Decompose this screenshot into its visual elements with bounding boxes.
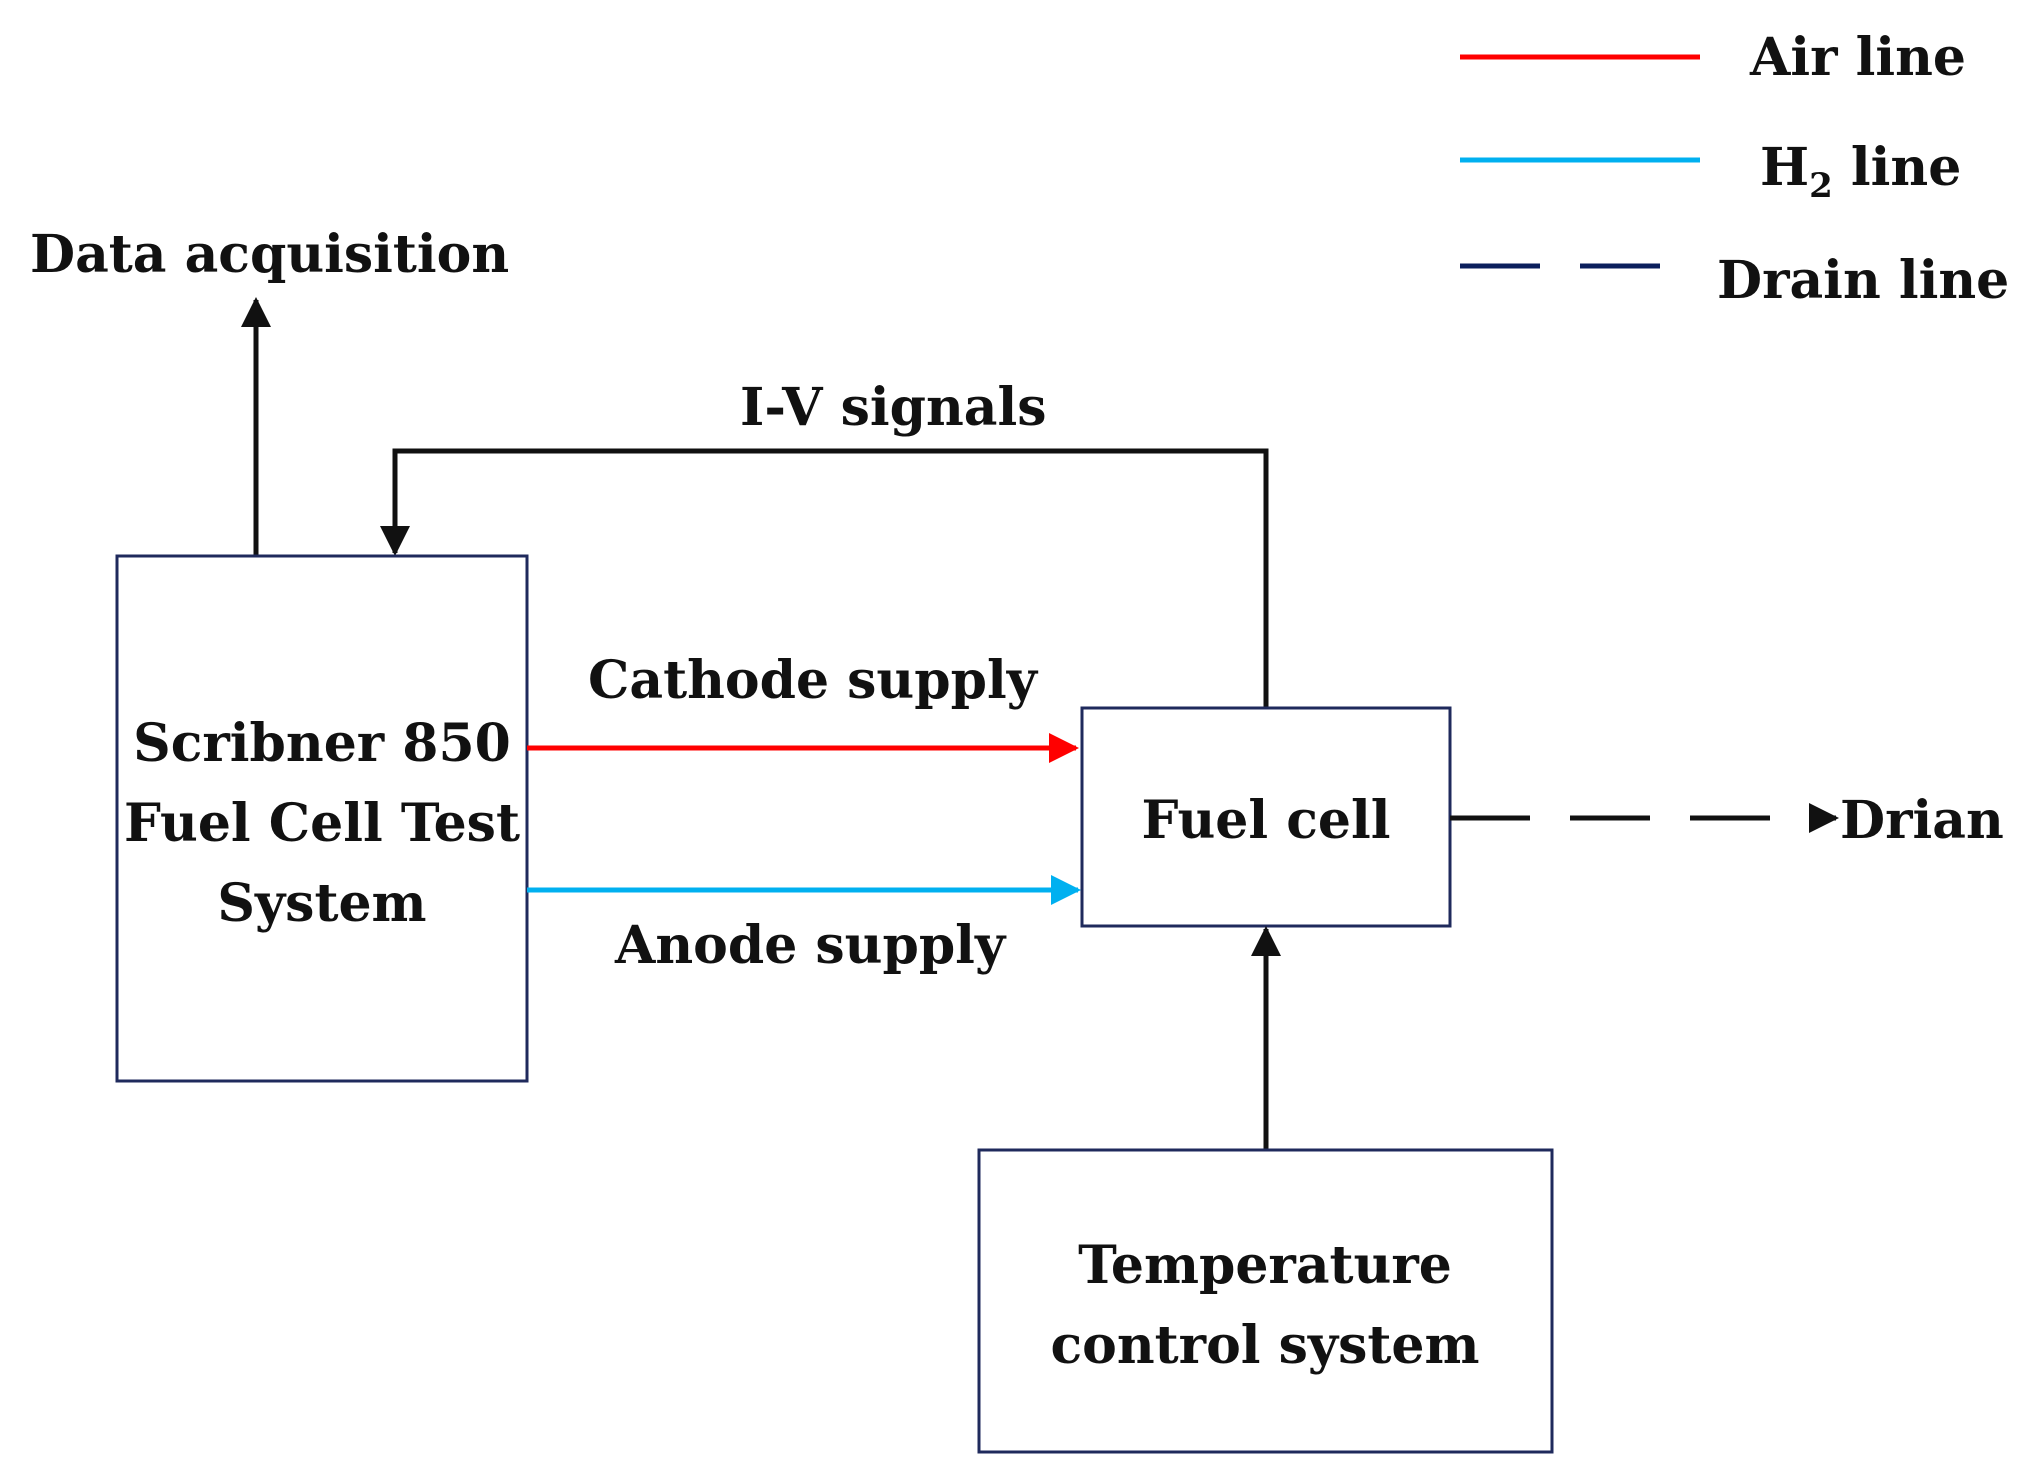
drain-output-label: Drian <box>1840 790 2004 851</box>
data-acquisition-label: Data acquisition <box>30 224 509 285</box>
anode-supply-label: Anode supply <box>614 915 1007 976</box>
scribner-box-line-1: Scribner 850 <box>133 713 511 774</box>
scribner-test-system-box: Scribner 850 Fuel Cell Test System <box>115 554 529 1083</box>
legend-drain-line-label: Drain line <box>1717 250 2009 311</box>
scribner-box-line-2: Fuel Cell Test <box>124 793 520 854</box>
temperature-box-line-1: Temperature <box>1078 1235 1452 1296</box>
scribner-box-line-3: System <box>217 873 426 934</box>
temperature-box-line-2: control system <box>1051 1315 1480 1376</box>
legend-h2-line-label: H2 line <box>1760 137 1961 206</box>
fuel-cell-box-frame <box>1080 706 1452 928</box>
cathode-supply-label: Cathode supply <box>588 650 1039 711</box>
iv-signals-arrow <box>380 448 1269 708</box>
fuel-cell-label: Fuel cell <box>1141 790 1390 851</box>
scribner-box-frame <box>115 554 529 1083</box>
temperature-control-box: Temperature control system <box>977 1148 1554 1454</box>
iv-signals-label: I-V signals <box>740 377 1047 438</box>
fuel-cell-box: Fuel cell <box>1080 706 1452 928</box>
legend: Air line H2 line Drain line <box>1460 27 2009 311</box>
temperature-box-frame <box>977 1148 1554 1454</box>
legend-air-line-label: Air line <box>1749 27 1966 88</box>
